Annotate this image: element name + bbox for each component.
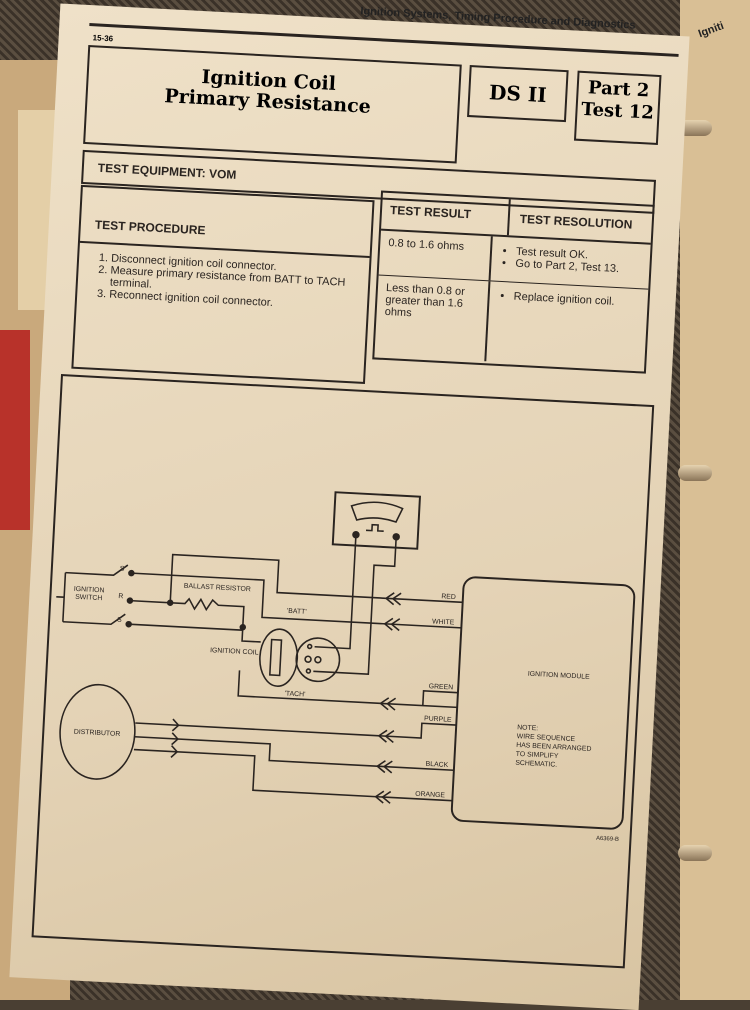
switch-bar xyxy=(56,572,67,622)
wire-label-red: RED xyxy=(441,593,456,601)
figure-id: A6369-B xyxy=(596,836,619,843)
switch-contacts xyxy=(62,564,129,626)
wire-label-green: GREEN xyxy=(429,683,454,691)
ballast-resistor xyxy=(129,597,245,628)
resolution-cell: Test result OK. Go to Part 2, Test 13. xyxy=(491,236,651,288)
result-cell: 0.8 to 1.6 ohms xyxy=(378,230,493,281)
batt-label: 'BATT' xyxy=(287,608,307,616)
wire-black xyxy=(134,735,454,772)
binder-ring xyxy=(678,465,712,481)
resolution-item: Replace ignition coil. xyxy=(513,291,639,310)
wire-red xyxy=(169,553,463,604)
part-test-box: Part 2 Test 12 xyxy=(573,70,662,145)
table-row: Less than 0.8 or greater than 1.6 ohms R… xyxy=(374,275,648,370)
manual-page: Ignition Systems, Timing Procedure and D… xyxy=(9,3,690,1010)
note-line: TO SIMPLIFY xyxy=(516,751,559,760)
header-test-result: TEST RESULT xyxy=(381,192,511,236)
title-box: Ignition Coil Primary Resistance xyxy=(83,45,462,164)
binder-ring xyxy=(678,120,712,136)
wire-green-jog xyxy=(422,690,458,706)
ignition-module xyxy=(450,576,636,830)
wire-label-white: WHITE xyxy=(432,618,455,626)
ohm-symbol-icon xyxy=(365,523,384,533)
procedure-box: TEST PROCEDURE Disconnect ignition coil … xyxy=(71,184,375,384)
meter-lead xyxy=(313,536,397,676)
wire-label-orange: ORANGE xyxy=(415,791,446,800)
result-cell: Less than 0.8 or greater than 1.6 ohms xyxy=(374,275,491,362)
wire-label-purple: PURPLE xyxy=(424,715,452,723)
distributor-label: DISTRIBUTOR xyxy=(74,729,121,738)
ballast-label: BALLAST RESISTOR xyxy=(184,583,251,593)
coil-connector xyxy=(268,638,283,677)
wire-purple xyxy=(135,722,457,739)
wire-green xyxy=(237,670,458,709)
wire-label-black: BLACK xyxy=(425,761,448,769)
page-number: 15-36 xyxy=(92,33,114,44)
section-tab-red xyxy=(0,330,30,530)
note-line: HAS BEEN ARRANGED xyxy=(516,742,592,753)
wire-orange xyxy=(133,748,453,802)
contact-label: R xyxy=(118,593,123,600)
note-line: SCHEMATIC. xyxy=(515,760,557,769)
distributor xyxy=(59,683,136,780)
test-equipment: TEST EQUIPMENT: VOM xyxy=(97,160,237,182)
right-page: Igniti xyxy=(680,0,750,1000)
meter-dial-icon xyxy=(350,501,404,523)
coil-label: IGNITION COIL xyxy=(210,647,259,657)
page-title: Ignition Coil Primary Resistance xyxy=(163,66,372,118)
right-page-tab-text: Igniti xyxy=(696,19,726,41)
wire-white xyxy=(131,572,462,629)
header-test-resolution: TEST RESOLUTION xyxy=(519,211,633,232)
note-line: NOTE: xyxy=(517,724,538,732)
series-box: DS II xyxy=(467,65,569,123)
wire-start xyxy=(128,623,261,643)
meter-lead xyxy=(314,534,357,650)
vom-meter xyxy=(331,491,421,550)
binder-ring xyxy=(678,845,712,861)
diagram-box: IGNITION SWITCH S R S BALLAST RESISTOR I… xyxy=(31,374,655,969)
coil-terminal-cap xyxy=(295,637,341,683)
test-label: Test 12 xyxy=(580,98,655,124)
note-line: WIRE SEQUENCE xyxy=(517,733,576,743)
switch-label: IGNITION SWITCH xyxy=(73,585,105,603)
ignition-coil xyxy=(259,628,299,687)
results-table: TEST RESULT TEST RESOLUTION 0.8 to 1.6 o… xyxy=(372,190,655,374)
contact-label: S xyxy=(120,566,125,573)
series-label: DS II xyxy=(488,80,548,108)
resolution-cell: Replace ignition coil. xyxy=(486,281,648,369)
wiring-schematic: IGNITION SWITCH S R S BALLAST RESISTOR I… xyxy=(56,491,636,843)
connector-arrows xyxy=(170,592,402,804)
contact-label: S xyxy=(117,617,122,624)
switch-label-wrap: IGNITION SWITCH xyxy=(73,585,105,603)
tach-label: 'TACH' xyxy=(284,690,305,698)
module-label: IGNITION MODULE xyxy=(528,671,591,681)
